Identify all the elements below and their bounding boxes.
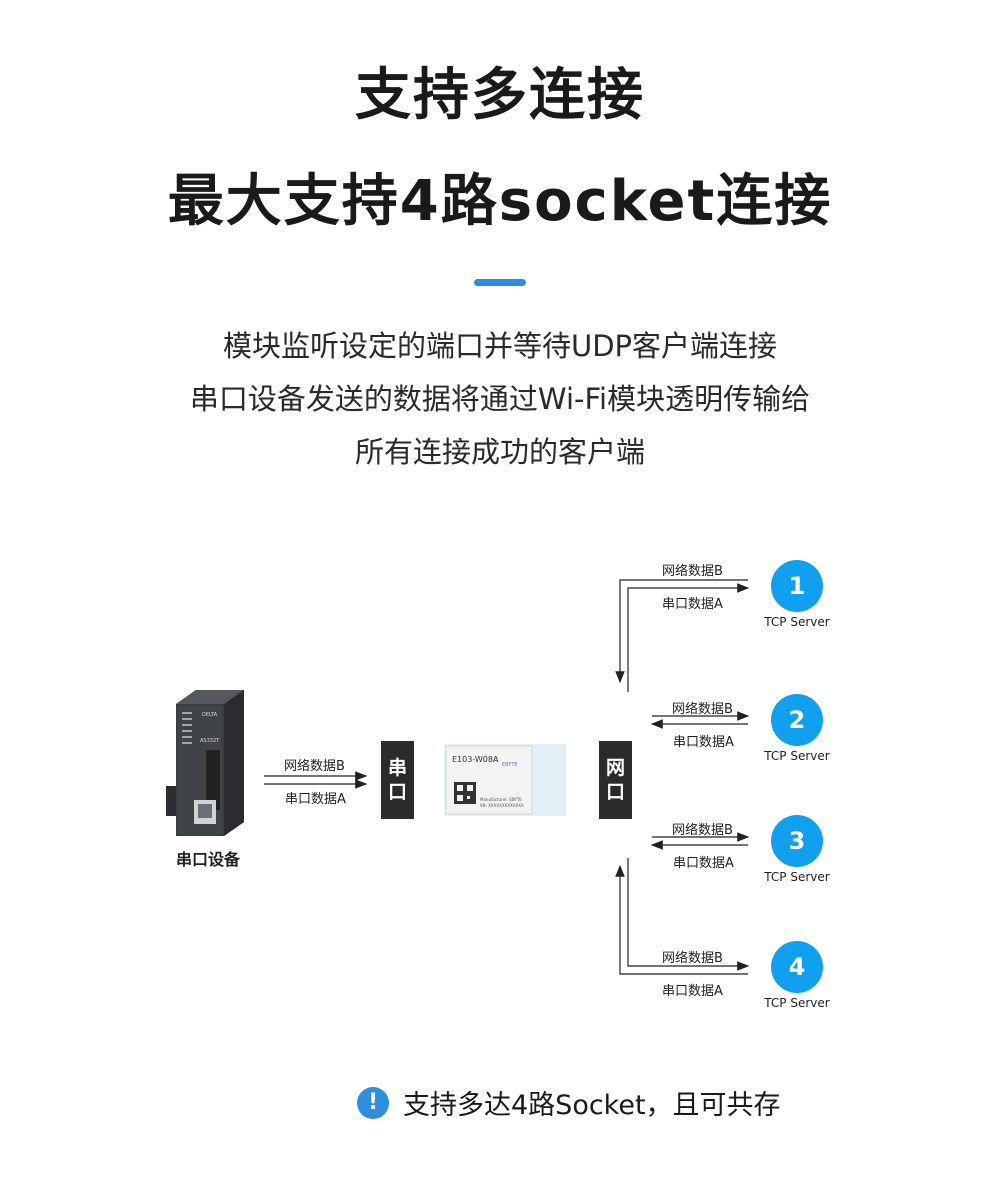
server-1-badge: 1 bbox=[771, 560, 823, 612]
device-label-a: 串口数据A bbox=[285, 792, 346, 807]
server-4-badge: 4 bbox=[771, 941, 823, 993]
svg-text:DELTA: DELTA bbox=[202, 712, 218, 718]
arrow-server4-in bbox=[615, 864, 748, 975]
arrow-server1-in bbox=[615, 579, 748, 684]
server-3-badge: 3 bbox=[771, 815, 823, 867]
arrow-server1-out bbox=[627, 583, 750, 692]
server-1-label: TCP Server bbox=[764, 615, 830, 629]
server2-label-a: 串口数据A bbox=[673, 735, 734, 750]
wifi-module-image: E103-W08A EBYTE Manufacturer: EBYTE SN: … bbox=[444, 744, 566, 816]
description-line-3: 所有连接成功的客户端 bbox=[354, 435, 645, 469]
network-port-box: 网口 bbox=[599, 741, 632, 819]
network-port-label: 网口 bbox=[605, 757, 625, 803]
server3-label-a: 串口数据A bbox=[673, 856, 734, 871]
plc-device-image: DELTA AS332T bbox=[166, 690, 244, 836]
description-line-1: 模块监听设定的端口并等待UDP客户端连接 bbox=[222, 329, 778, 363]
footnote: ! 支持多达4路Socket，且可共存 bbox=[357, 1083, 781, 1122]
svg-text:AS332T: AS332T bbox=[200, 738, 220, 744]
title-divider bbox=[474, 279, 526, 286]
server-4-label: TCP Server bbox=[764, 996, 830, 1010]
svg-text:Manufacturer: EBYTE: Manufacturer: EBYTE bbox=[480, 797, 522, 802]
server-2-badge: 2 bbox=[771, 694, 823, 746]
svg-text:E103-W08A: E103-W08A bbox=[452, 755, 499, 764]
server4-label-a: 串口数据A bbox=[662, 984, 723, 999]
arrow-server4-out bbox=[627, 858, 750, 971]
server4-label-b: 网络数据B bbox=[662, 951, 723, 966]
footnote-text: 支持多达4路Socket，且可共存 bbox=[403, 1090, 781, 1121]
svg-text:EBYTE: EBYTE bbox=[502, 762, 518, 768]
description-line-2: 串口设备发送的数据将通过Wi-Fi模块透明传输给 bbox=[189, 382, 811, 416]
server2-label-b: 网络数据B bbox=[672, 702, 733, 717]
server1-label-a: 串口数据A bbox=[662, 597, 723, 612]
server-3-label: TCP Server bbox=[764, 870, 830, 884]
serial-device-label: 串口设备 bbox=[175, 850, 240, 869]
page-title: 支持多连接 bbox=[355, 63, 645, 128]
exclamation-icon: ! bbox=[357, 1086, 389, 1119]
server3-label-b: 网络数据B bbox=[672, 823, 733, 838]
page-subtitle: 最大支持4路socket连接 bbox=[167, 169, 833, 234]
server1-label-b: 网络数据B bbox=[662, 564, 723, 579]
device-label-b: 网络数据B bbox=[284, 759, 345, 774]
serial-port-label: 串口 bbox=[387, 757, 407, 803]
server-2-label: TCP Server bbox=[764, 749, 830, 763]
svg-text:SN: XXXXXXXXXXXXX: SN: XXXXXXXXXXXXX bbox=[480, 803, 524, 808]
serial-port-box: 串口 bbox=[381, 741, 414, 819]
